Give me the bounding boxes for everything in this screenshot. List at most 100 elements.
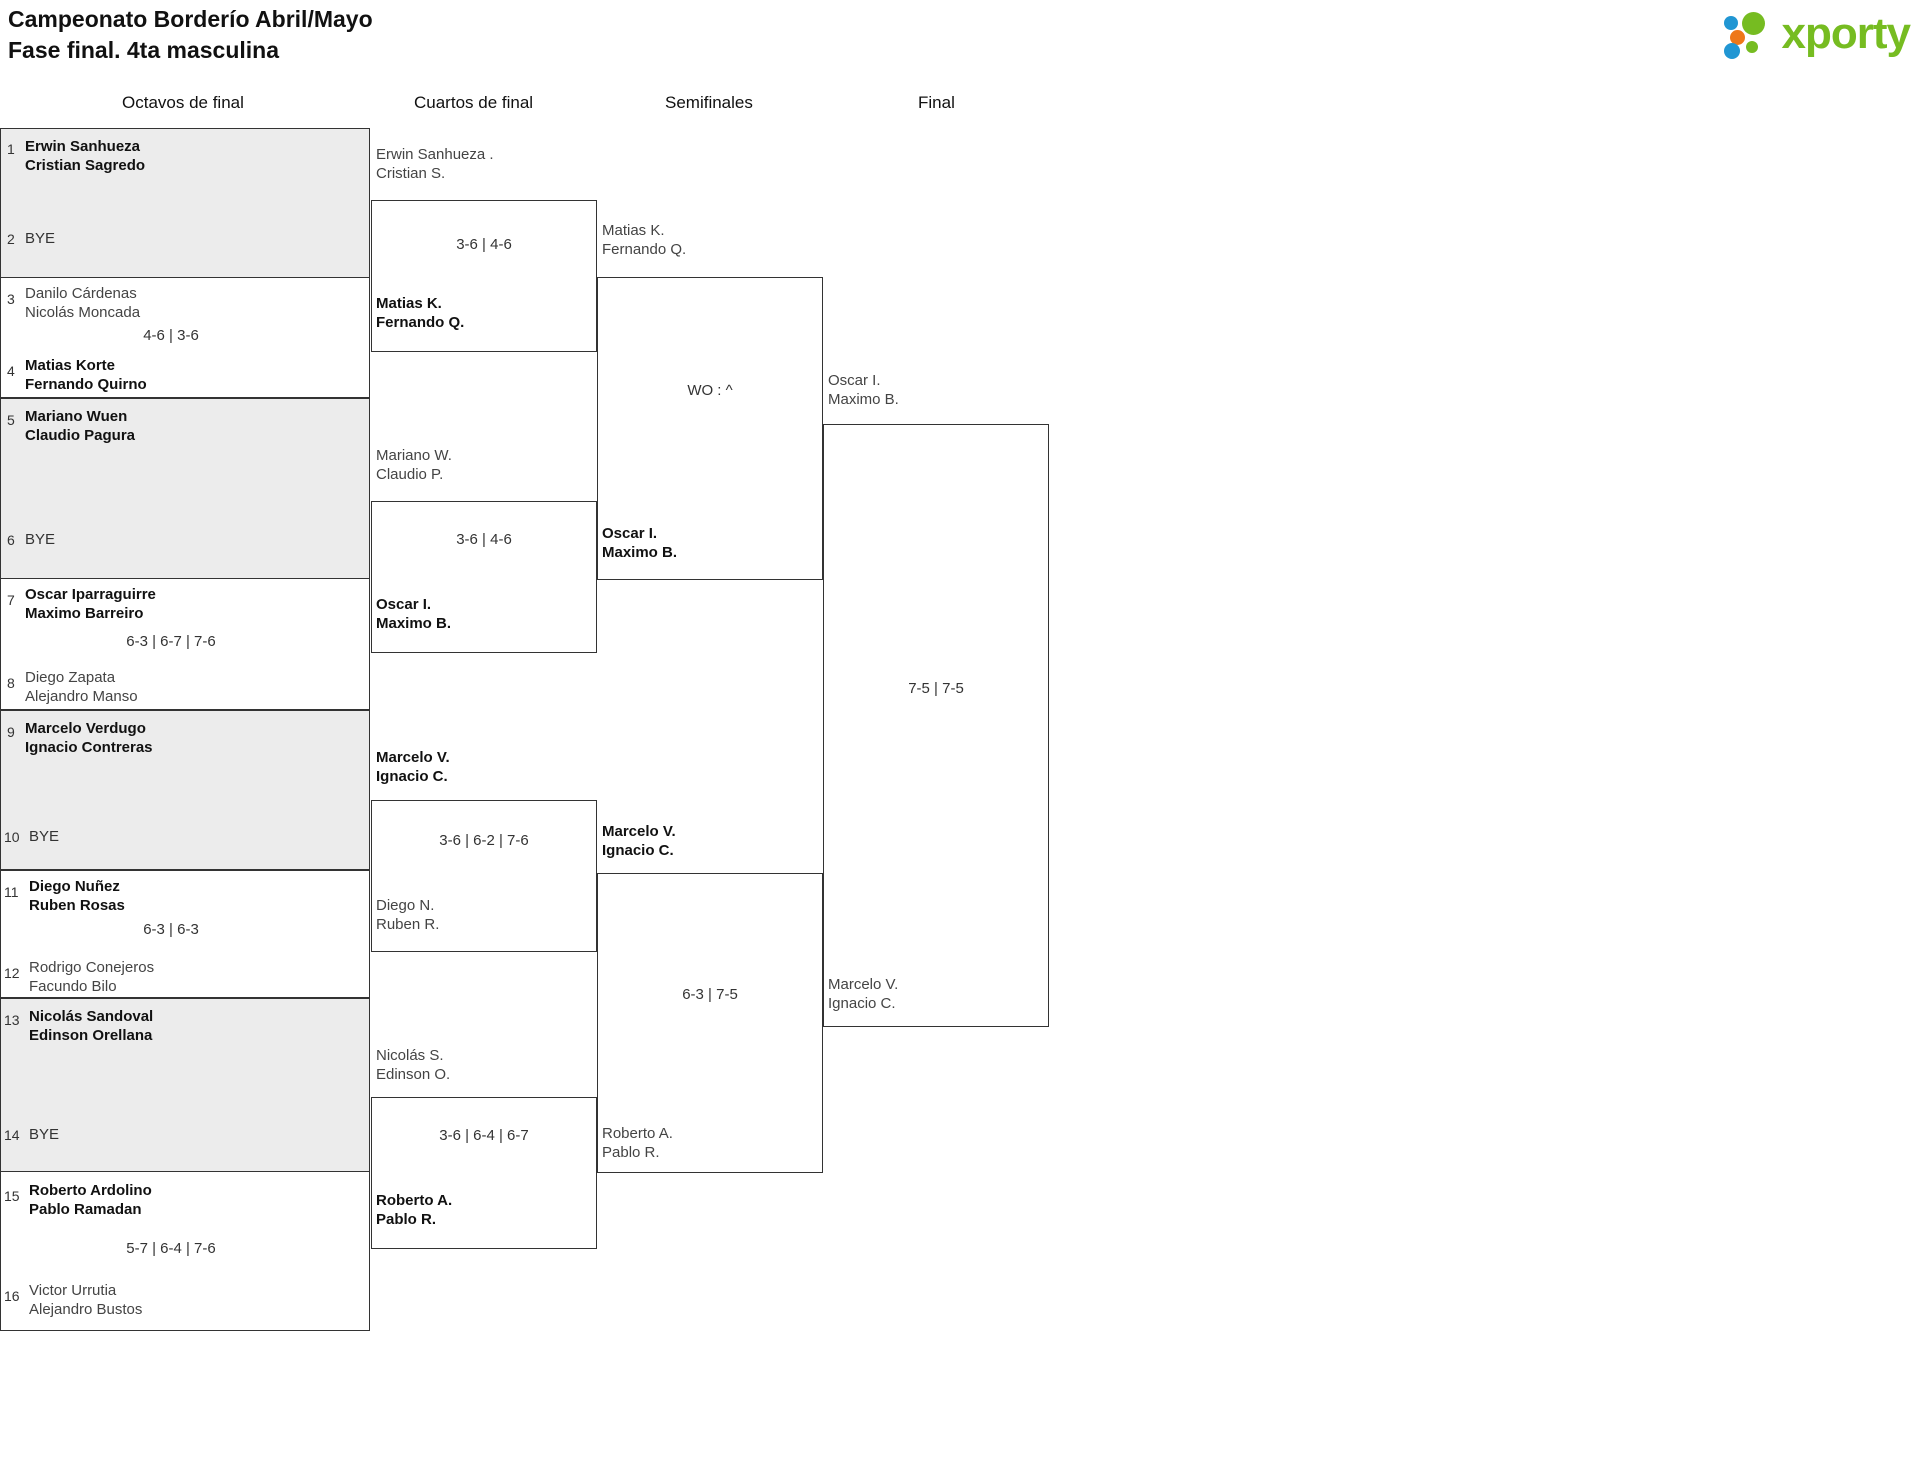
r1-team: Oscar Iparraguirre Maximo Barreiro [25, 585, 156, 623]
r1-pair-6[interactable]: 11 Diego Nuñez Ruben Rosas 6-3 | 6-3 12 … [0, 870, 370, 998]
player-name: Maximo B. [828, 391, 899, 408]
r3-team-top: Marcelo V. Ignacio C. [602, 822, 676, 860]
seed-number: 15 [4, 1188, 20, 1204]
player-name: Ignacio Contreras [25, 739, 153, 756]
r2-match-score: 3-6 | 6-4 | 6-7 [439, 1127, 529, 1144]
player-name: Pablo Ramadan [29, 1201, 142, 1218]
r2-team-bottom: Diego N. Ruben R. [376, 896, 439, 934]
seed-number: 1 [7, 141, 15, 157]
r2-team-bottom: Oscar I. Maximo B. [376, 595, 451, 633]
r1-pair-4[interactable]: 7 Oscar Iparraguirre Maximo Barreiro 6-3… [0, 578, 370, 710]
final-match-score: 7-5 | 7-5 [908, 680, 964, 697]
r3-match-2[interactable] [597, 873, 823, 1173]
seed-number: 9 [7, 724, 15, 740]
logo-dot-green-small [1745, 41, 1758, 53]
logo-dot-green-big [1741, 12, 1765, 35]
r2-match-1[interactable] [371, 200, 597, 352]
player-name: Oscar I. [376, 596, 432, 613]
logo-dot-orange [1729, 30, 1745, 45]
r1-team-bye: BYE [25, 530, 55, 549]
player-name: Diego Zapata [25, 669, 116, 686]
r1-match-score: 4-6 | 3-6 [143, 327, 199, 344]
player-name: Fernando Quirno [25, 376, 147, 393]
r1-pair-5[interactable]: 9 Marcelo Verdugo Ignacio Contreras 10 B… [0, 710, 370, 870]
player-name: Fernando Q. [602, 241, 687, 258]
player-name: Nicolás S. [376, 1047, 444, 1064]
player-name: Nicolás Moncada [25, 304, 141, 321]
seed-number: 7 [7, 592, 15, 608]
r1-pair-7[interactable]: 13 Nicolás Sandoval Edinson Orellana 14 … [0, 998, 370, 1172]
round-header-semifinals: Semifinales [665, 93, 753, 112]
r1-pair-2[interactable]: 3 Danilo Cárdenas Nicolás Moncada 4-6 | … [0, 277, 370, 398]
xporty-logo[interactable]: xporty [1723, 6, 1911, 62]
r1-team: Victor Urrutia Alejandro Bustos [29, 1281, 142, 1319]
player-name: Edinson O. [376, 1066, 451, 1083]
r4-team-top: Oscar I. Maximo B. [828, 371, 899, 409]
page-title: Campeonato Borderío Abril/Mayo Fase fina… [8, 4, 373, 66]
r3-match-score: 6-3 | 7-5 [682, 986, 738, 1003]
r2-team-bottom: Matias K. Fernando Q. [376, 294, 464, 332]
r2-team-bottom: Roberto A. Pablo R. [376, 1191, 452, 1229]
seed-number: 8 [7, 675, 15, 691]
r1-team-bye: BYE [29, 827, 59, 846]
r2-match-4[interactable] [371, 1097, 597, 1249]
r1-team: Marcelo Verdugo Ignacio Contreras [25, 719, 153, 757]
player-name: Fernando Q. [376, 314, 465, 331]
r2-match-score: 3-6 | 4-6 [456, 236, 512, 253]
r1-team: Roberto Ardolino Pablo Ramadan [29, 1181, 152, 1219]
logo-wordmark: xporty [1781, 9, 1911, 58]
r3-match-1[interactable] [597, 277, 823, 580]
player-name: Oscar I. [602, 525, 658, 542]
r2-match-score: 3-6 | 4-6 [456, 531, 512, 548]
player-name: Oscar I. [828, 372, 881, 389]
player-name: Pablo R. [376, 1211, 437, 1228]
player-name: Victor Urrutia [29, 1282, 117, 1299]
r1-match-score: 6-3 | 6-3 [143, 921, 199, 938]
logo-dot-blue-bottom [1723, 43, 1740, 59]
player-name: BYE [29, 1126, 60, 1143]
player-name: Matias K. [602, 222, 665, 239]
player-name: BYE [29, 828, 60, 845]
r1-team-bye: BYE [29, 1125, 59, 1144]
player-name: Edinson Orellana [29, 1027, 153, 1044]
r3-team-top: Matias K. Fernando Q. [602, 221, 686, 259]
player-name: Claudio Pagura [25, 427, 136, 444]
player-name: Alejandro Bustos [29, 1301, 143, 1318]
player-name: Ignacio C. [828, 995, 896, 1012]
r1-team: Diego Nuñez Ruben Rosas [29, 877, 125, 915]
r1-pair-8[interactable]: 15 Roberto Ardolino Pablo Ramadan 5-7 | … [0, 1171, 370, 1331]
player-name: Diego N. [376, 897, 435, 914]
r3-team-bottom: Oscar I. Maximo B. [602, 524, 677, 562]
r1-pair-1[interactable]: 1 Erwin Sanhueza Cristian Sagredo 2 BYE [0, 128, 370, 278]
r2-team-top: Nicolás S. Edinson O. [376, 1046, 450, 1084]
round-header-final: Final [918, 93, 955, 112]
player-name: Marcelo V. [828, 976, 899, 993]
player-name: Rodrigo Conejeros [29, 959, 155, 976]
r2-match-2[interactable] [371, 501, 597, 653]
tournament-phase: Fase final. 4ta masculina [8, 37, 280, 63]
r2-match-3[interactable] [371, 800, 597, 952]
seed-number: 4 [7, 363, 15, 379]
player-name: Mariano W. [376, 447, 452, 464]
seed-number: 2 [7, 231, 15, 247]
player-name: Claudio P. [376, 466, 444, 483]
r1-pair-3[interactable]: 5 Mariano Wuen Claudio Pagura 6 BYE [0, 398, 370, 579]
round-header-quarterfinals: Cuartos de final [414, 93, 534, 112]
player-name: BYE [25, 230, 56, 247]
seed-number: 10 [4, 829, 20, 845]
player-name: Roberto A. [376, 1192, 453, 1209]
r3-match-score: WO : ^ [687, 382, 733, 399]
player-name: Marcelo V. [602, 823, 676, 840]
logo-dots-icon [1723, 10, 1776, 59]
seed-number: 3 [7, 291, 15, 307]
logo-dot-blue-top [1723, 16, 1738, 30]
player-name: Alejandro Manso [25, 688, 138, 705]
player-name: Danilo Cárdenas [25, 285, 137, 302]
player-name: Marcelo Verdugo [25, 720, 146, 737]
final-match[interactable] [823, 424, 1049, 1027]
player-name: Cristian S. [376, 165, 446, 182]
r2-team-top: Mariano W. Claudio P. [376, 446, 452, 484]
seed-number: 5 [7, 412, 15, 428]
r1-team: Diego Zapata Alejandro Manso [25, 668, 138, 706]
